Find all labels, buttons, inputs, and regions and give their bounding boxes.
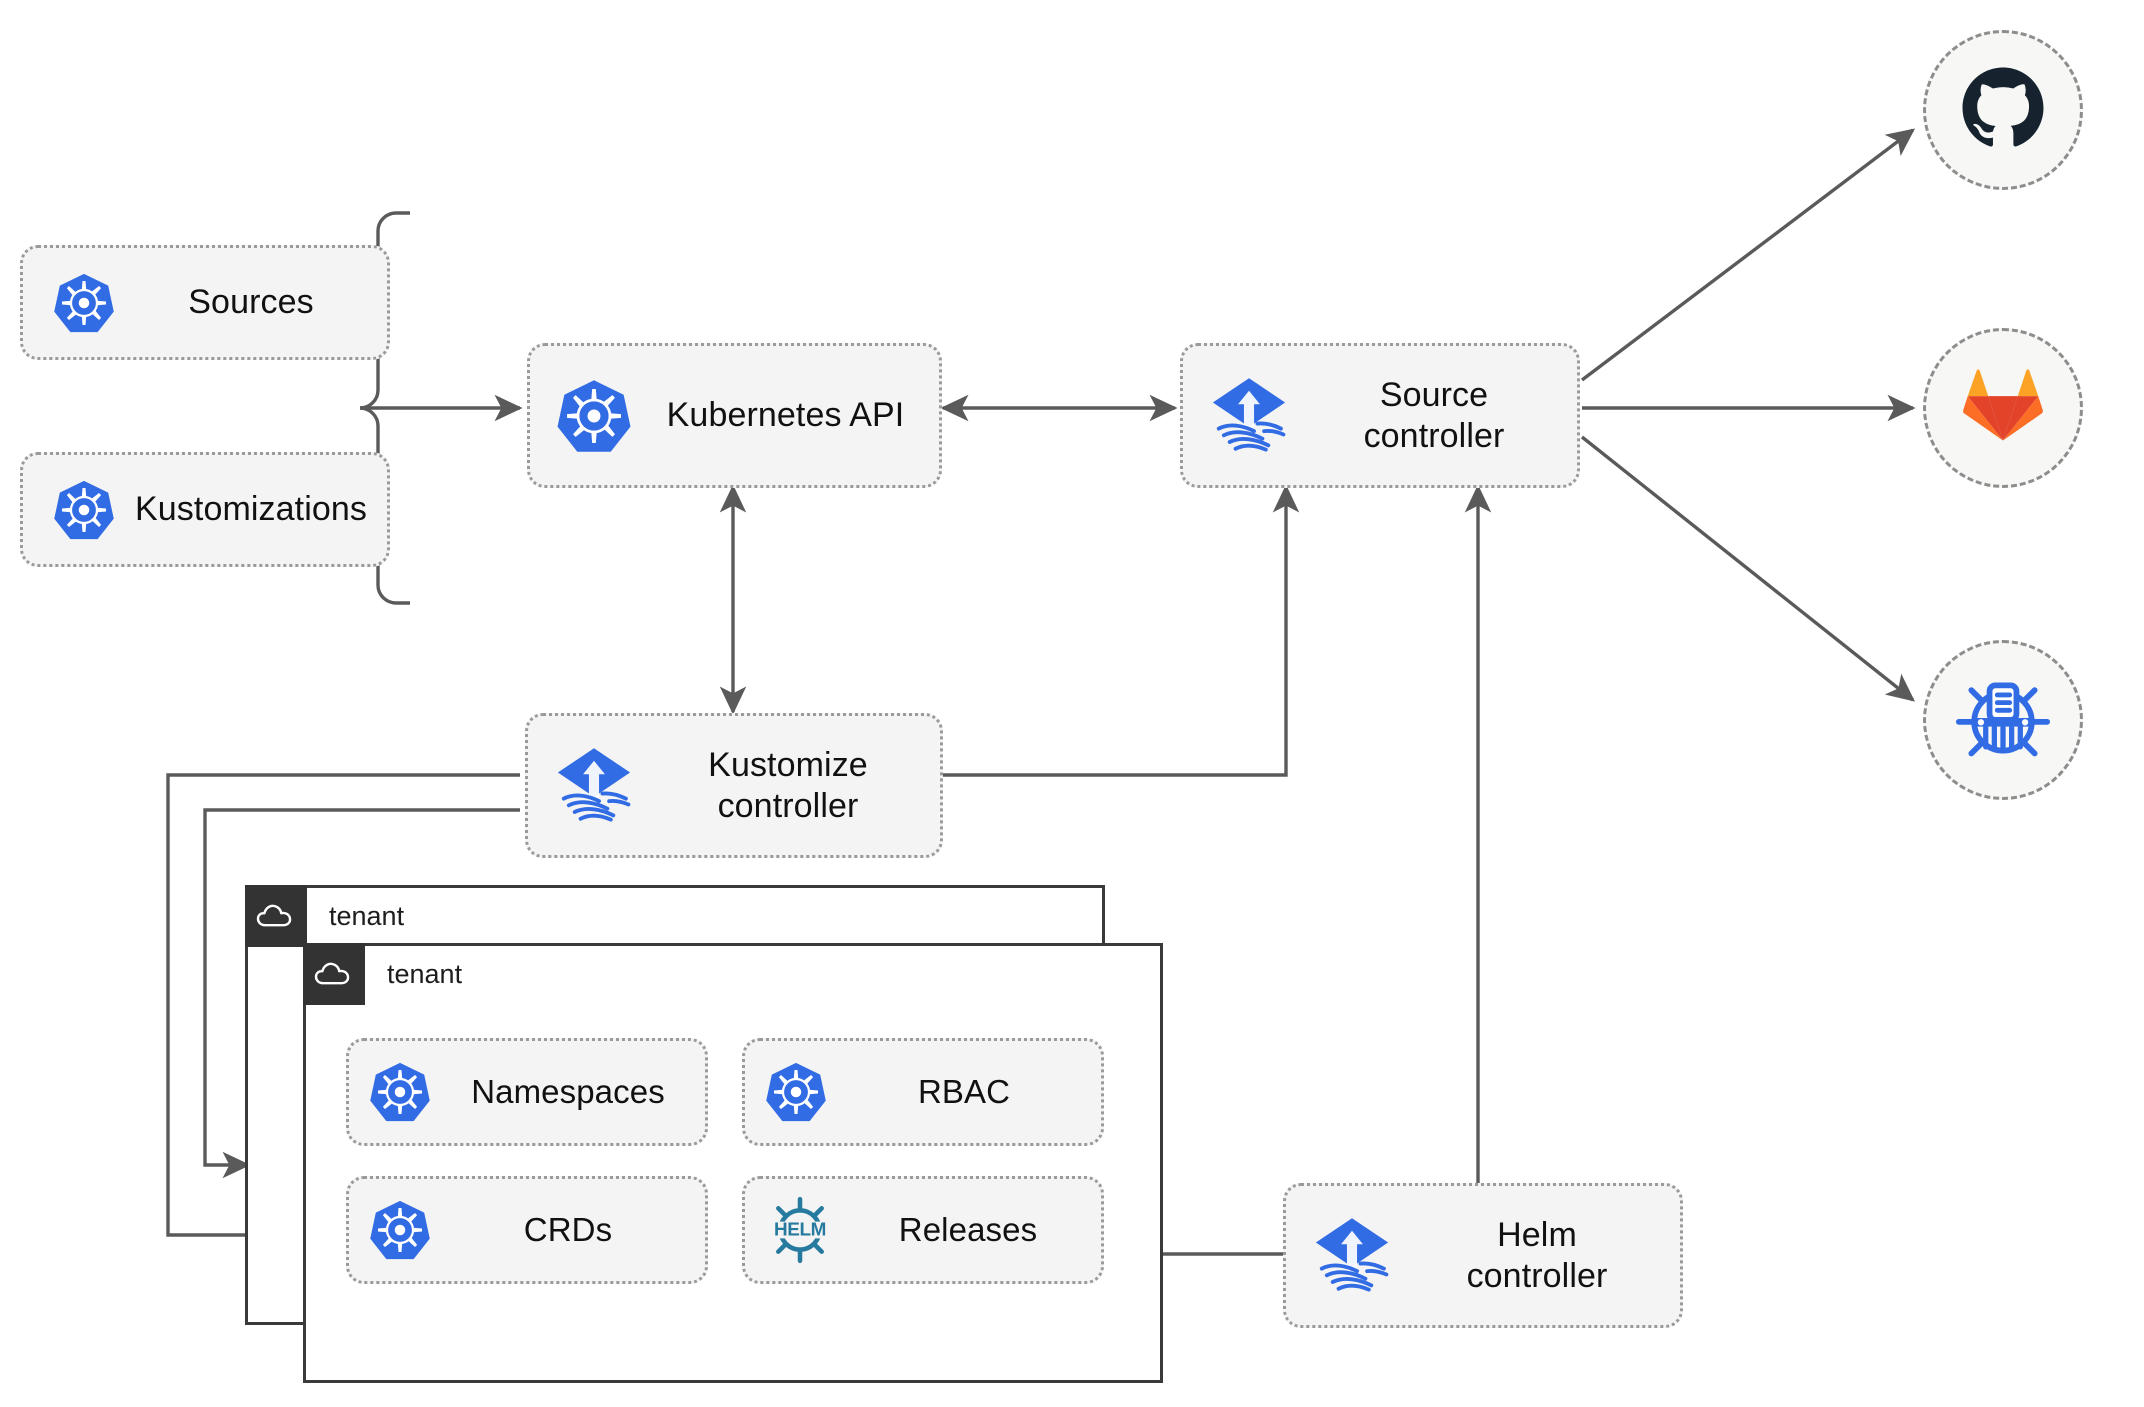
node-releases-label: Releases xyxy=(898,1210,1038,1248)
tenant-name: tenant xyxy=(329,900,405,931)
node-releases[interactable]: Releases xyxy=(742,1176,1104,1284)
cloud-icon xyxy=(245,885,307,947)
bucket-icon xyxy=(1955,670,2051,771)
node-sources-label: Sources xyxy=(188,283,314,322)
flux-icon xyxy=(1310,1214,1394,1298)
node-rbac[interactable]: RBAC xyxy=(742,1038,1104,1146)
node-sources[interactable]: Sources xyxy=(20,245,390,360)
tenant-titlebar: tenant xyxy=(303,943,462,1005)
flux-icon xyxy=(552,744,636,828)
kubernetes-icon xyxy=(765,1061,827,1123)
gitlab-icon xyxy=(1962,365,2044,452)
provider-github[interactable] xyxy=(1923,30,2083,190)
node-namespaces[interactable]: Namespaces xyxy=(346,1038,708,1146)
github-icon xyxy=(1959,64,2047,157)
kubernetes-icon xyxy=(369,1199,431,1261)
node-source-controller-label: Source controller xyxy=(1363,376,1505,455)
kubernetes-icon xyxy=(53,479,115,541)
node-namespaces-label: Namespaces xyxy=(471,1072,665,1110)
flux-icon xyxy=(1207,374,1291,458)
edge-sourcecontroller-bucket xyxy=(1580,435,1915,702)
node-source-controller[interactable]: Source controller xyxy=(1180,343,1580,488)
tenant-resource-grid: Namespaces RBAC CRDs Releases xyxy=(346,1038,1104,1284)
tenant-titlebar: tenant xyxy=(245,885,404,947)
provider-bucket[interactable] xyxy=(1923,640,2083,800)
kubernetes-icon xyxy=(53,272,115,334)
node-kubernetes-api-label: Kubernetes API xyxy=(666,396,905,435)
node-helm-controller[interactable]: Helm controller xyxy=(1283,1183,1683,1328)
helm-icon xyxy=(765,1195,835,1265)
cloud-icon xyxy=(303,943,365,1005)
node-kubernetes-api[interactable]: Kubernetes API xyxy=(527,343,942,488)
node-crds-label: CRDs xyxy=(523,1210,613,1248)
node-kustomize-controller[interactable]: Kustomize controller xyxy=(525,713,943,858)
provider-gitlab[interactable] xyxy=(1923,328,2083,488)
edge-kustomizecontroller-sourcecontroller xyxy=(943,484,1300,777)
node-rbac-label: RBAC xyxy=(917,1072,1011,1110)
tenant-container-front[interactable]: tenant Namespaces RBAC CRDs xyxy=(303,943,1163,1383)
node-kustomizations-label: Kustomizations xyxy=(135,490,367,529)
node-helm-controller-label: Helm controller xyxy=(1466,1216,1608,1295)
kubernetes-icon xyxy=(556,378,632,454)
kubernetes-icon xyxy=(369,1061,431,1123)
node-crds[interactable]: CRDs xyxy=(346,1176,708,1284)
node-kustomizations[interactable]: Kustomizations xyxy=(20,452,390,567)
edge-sourcecontroller-github xyxy=(1580,128,1916,382)
tenant-name: tenant xyxy=(387,958,463,989)
node-kustomize-controller-label: Kustomize controller xyxy=(708,746,868,825)
